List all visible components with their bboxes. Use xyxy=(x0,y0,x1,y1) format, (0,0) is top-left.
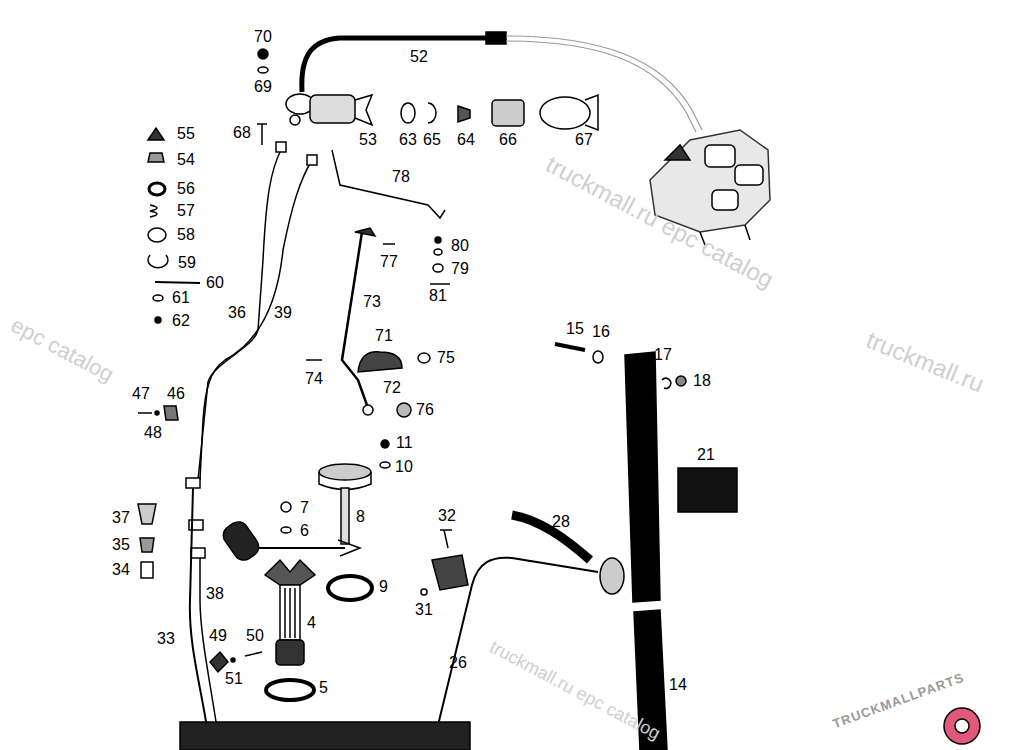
callout-number: 70 xyxy=(254,29,272,45)
callout-number: 68 xyxy=(233,125,251,141)
callout-number: 73 xyxy=(363,294,381,310)
callout-number: 28 xyxy=(552,514,570,530)
callout-number: 55 xyxy=(177,126,195,142)
callout-number: 62 xyxy=(172,313,190,329)
callout-number: 10 xyxy=(395,459,413,475)
callout-number: 48 xyxy=(144,425,162,441)
callout-number: 71 xyxy=(375,328,393,344)
callout-number: 26 xyxy=(449,655,467,671)
watermark: epc catalog xyxy=(7,314,117,386)
callout-number: 57 xyxy=(177,203,195,219)
callout-number: 64 xyxy=(457,132,475,148)
callout-number: 79 xyxy=(451,261,469,277)
callout-number: 58 xyxy=(177,227,195,243)
callout-number: 9 xyxy=(379,579,388,595)
callout-number: 17 xyxy=(654,347,672,363)
callout-number: 46 xyxy=(167,386,185,402)
callout-number: 34 xyxy=(112,562,130,578)
callout-number: 52 xyxy=(410,49,428,65)
watermark: truckmall.ru xyxy=(863,328,987,397)
callout-number: 38 xyxy=(206,586,224,602)
callout-number: 81 xyxy=(429,288,447,304)
callout-number: 65 xyxy=(423,132,441,148)
callout-number: 74 xyxy=(305,371,323,387)
callout-number: 60 xyxy=(206,275,224,291)
callout-number: 37 xyxy=(112,510,130,526)
watermark: truckmall.ru epc catalog xyxy=(487,637,663,742)
callout-number: 59 xyxy=(178,255,196,271)
callout-number: 75 xyxy=(437,350,455,366)
callout-number: 47 xyxy=(132,386,150,402)
callout-number: 11 xyxy=(396,435,413,451)
callout-number: 16 xyxy=(592,324,610,340)
callout-number: 77 xyxy=(380,254,398,270)
logo-text: TRUCKMALLPARTS xyxy=(831,671,966,731)
callout-number: 54 xyxy=(177,152,195,168)
callout-number: 67 xyxy=(575,132,593,148)
callout-number: 7 xyxy=(300,500,309,516)
callout-number: 8 xyxy=(356,509,365,525)
callout-number: 33 xyxy=(157,631,175,647)
callout-number: 76 xyxy=(416,402,434,418)
callout-number: 61 xyxy=(172,290,190,306)
callout-number: 56 xyxy=(177,181,195,197)
callout-number: 18 xyxy=(693,373,711,389)
callout-number: 35 xyxy=(112,537,130,553)
callout-number: 78 xyxy=(392,169,410,185)
callout-number: 36 xyxy=(228,305,246,321)
callout-number: 80 xyxy=(451,238,469,254)
callout-number: 53 xyxy=(359,132,377,148)
callout-number: 32 xyxy=(438,508,456,524)
callout-number: 66 xyxy=(499,132,517,148)
callout-number: 21 xyxy=(697,447,715,463)
callout-number: 39 xyxy=(274,305,292,321)
callout-number: 49 xyxy=(209,628,227,644)
callout-number: 6 xyxy=(300,523,309,539)
callout-number: 51 xyxy=(225,671,243,687)
callout-number: 14 xyxy=(669,677,687,693)
callout-number: 50 xyxy=(246,628,264,644)
callout-number: 5 xyxy=(319,680,328,696)
watermark: truckmall.ru epc catalog xyxy=(542,152,777,292)
callout-number: 63 xyxy=(399,132,417,148)
callout-number: 31 xyxy=(415,602,433,618)
callout-number: 72 xyxy=(383,380,401,396)
callout-number: 4 xyxy=(307,615,316,631)
callout-number: 15 xyxy=(566,321,584,337)
callout-number: 69 xyxy=(254,79,272,95)
